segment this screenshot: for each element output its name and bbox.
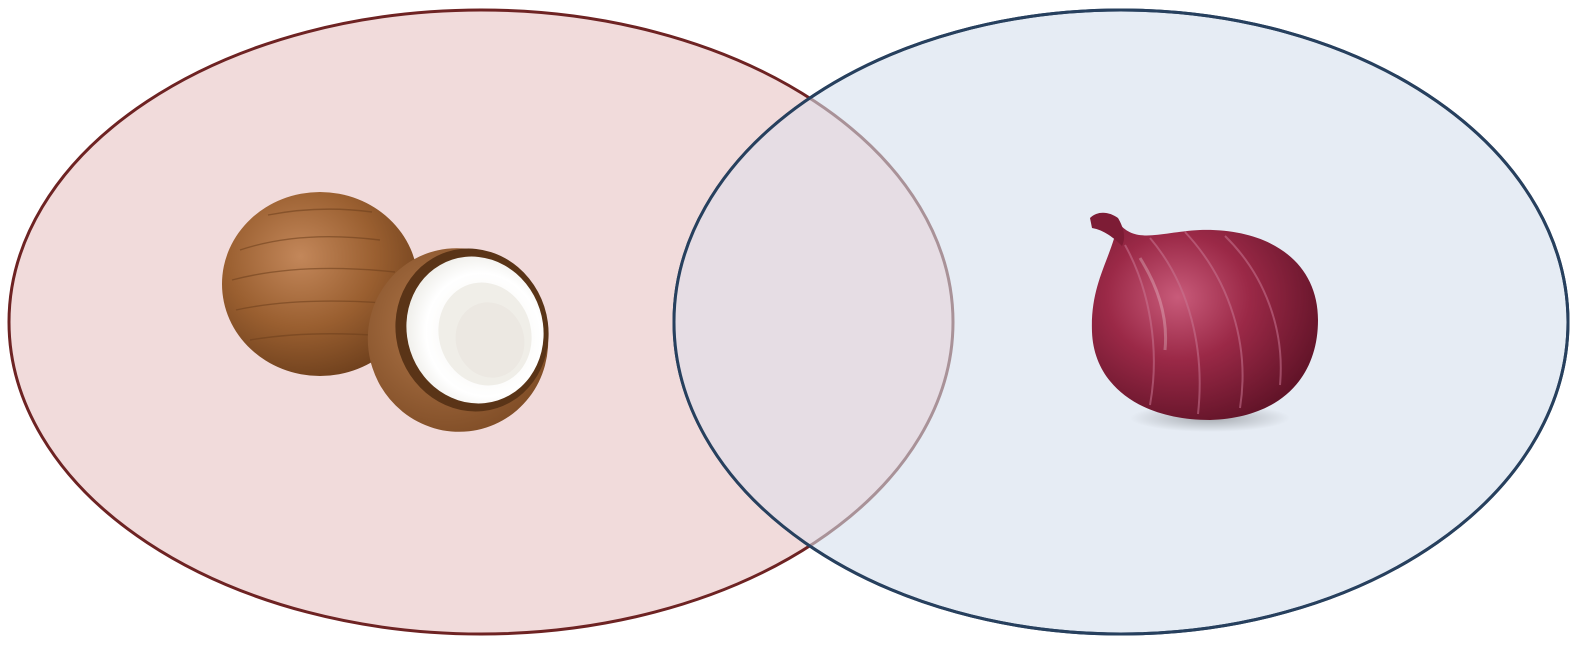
onion-bulb (1092, 222, 1318, 420)
